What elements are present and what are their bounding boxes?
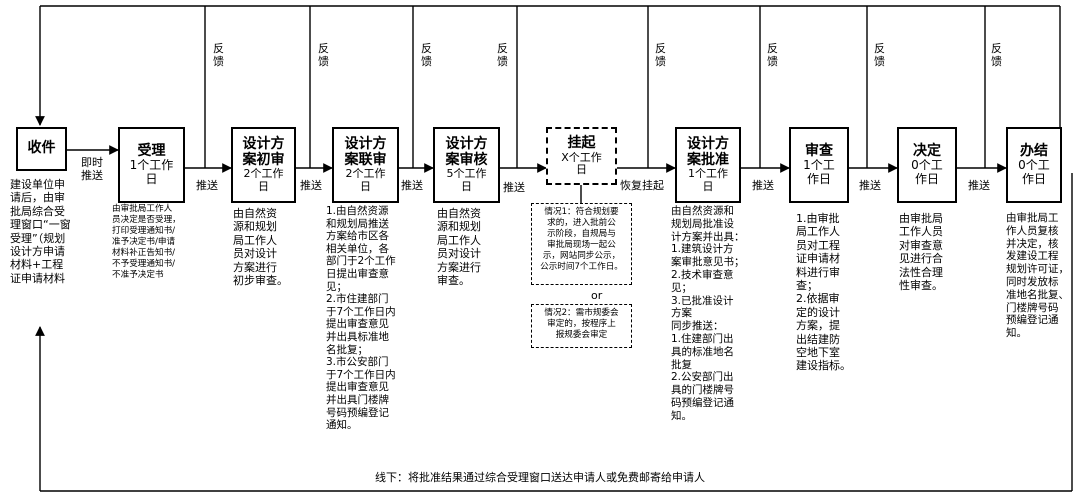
box-duration: 1个工作 日 [688,167,728,193]
box-shenhe: 设计方 案审核 5个工作 日 [433,127,500,203]
desc-lianshen: 1.由自然资源 和规划局推送 方案给市区各 相关单位，各 部门于2个工作 日提出… [326,205,396,432]
feedback-label: 反 馈 [767,42,778,68]
box-duration: 0个工 作日 [1018,158,1050,186]
arrow-label-tuisong: 推送 [196,179,218,192]
feedback-label: 反 馈 [421,42,432,68]
box-title: 决定 [913,142,941,159]
feedback-label: 反 馈 [497,42,508,68]
desc-shenhe: 由自然资 源和规划 局工作人 员对设计 方案进行 审查。 [437,207,481,288]
arrow-label-jishi-tuisong: 即时 推送 [81,156,103,183]
arrow-label-tuisong: 推送 [859,179,881,192]
note-case-2: 情况2：需市规委会 审定的，按程序上 报规委会审定 [531,304,632,348]
box-guaqi: 挂起 X个工作 日 [546,127,617,185]
box-pizhun: 设计方 案批准 1个工作 日 [675,127,741,203]
arrow-label-tuisong: 推送 [401,179,423,192]
box-shouli: 受理 1个工作 日 [118,127,185,203]
note-case-1: 情况1：符合规划要 求的，进入批前公 示阶段，自规局与 审批局现场一起公 示，网… [531,203,632,285]
box-duration: 5个工作 日 [446,167,487,193]
box-duration: 1个工作 日 [129,158,174,186]
box-duration: 0个工 作日 [911,158,943,186]
or-label: or [591,289,603,302]
feedback-label: 反 馈 [655,42,666,68]
arrow-label-tuisong: 推送 [752,179,774,192]
arrow-label-huifu-guaqi: 恢复挂起 [620,179,664,192]
desc-jueding: 由审批局 工作人员 对审查意 见进行合 法性合理 性审查。 [899,212,943,293]
box-duration: 2个工作 日 [345,167,386,193]
box-title: 设计方 案联审 [344,136,387,168]
feedback-label: 反 馈 [991,42,1002,68]
desc-chushen: 由自然资 源和规划 局工作人 员对设计 方案进行 初步审查。 [233,207,288,288]
box-title: 挂起 [567,134,596,151]
bottom-offline-text: 线下：将批准结果通过综合受理窗口送达申请人或免费邮寄给申请人 [375,471,705,484]
desc-shencha: 1.由审批 局工作人 员对工程 证申请材 料进行审 查； 2.依据审 定的设计 … [796,212,851,373]
box-shencha: 审查 1个工 作日 [789,127,849,203]
box-duration: X个工作 日 [561,150,602,176]
desc-pizhun: 由自然资源和 规划局批准设 计方案并出具： 1.建筑设计方 案审批意见书； 2.… [671,205,745,422]
box-banjie: 办结 0个工 作日 [1006,127,1062,203]
feedback-label: 反 馈 [874,42,885,68]
feedback-label: 反 馈 [213,42,224,68]
box-title: 办结 [1020,142,1048,159]
arrow-label-tuisong: 推送 [503,181,525,194]
box-title: 收件 [27,140,56,157]
box-title: 设计方 案批准 [687,136,729,168]
arrow-label-tuisong: 推送 [300,179,322,192]
box-shoujian: 收件 [16,127,67,171]
box-title: 受理 [137,142,166,159]
desc-shoujian: 建设单位申 请后，由审 批局综合受 理窗口“一窗 受理”（规划 设计方申请 材料… [10,178,71,285]
box-title: 设计方 案审核 [445,136,488,168]
box-jueding: 决定 0个工 作日 [897,127,957,203]
arrow-label-tuisong: 推送 [968,179,990,192]
desc-shouli: 由审批局工作人 员决定是否受理， 打印受理通知书/ 准予决定书/申请 材料补正告… [112,204,181,280]
desc-banjie: 由审批局工 作人员复核 并决定，核 发建设工程 规划许可证， 同时发放标 准地名… [1006,212,1069,340]
box-chushen: 设计方 案初审 2个工作 日 [231,127,296,203]
box-title: 设计方 案初审 [242,136,285,168]
box-lianshen: 设计方 案联审 2个工作 日 [332,127,399,203]
box-duration: 1个工 作日 [803,158,835,186]
feedback-label: 反 馈 [318,42,329,68]
box-title: 审查 [805,142,833,159]
box-duration: 2个工作 日 [243,167,284,193]
